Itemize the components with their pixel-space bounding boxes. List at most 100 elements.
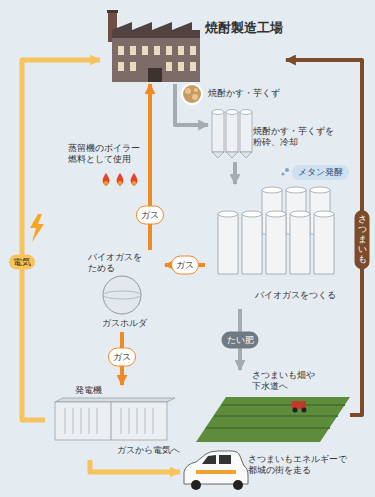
generator <box>55 398 175 440</box>
digester-tanks-part <box>266 211 286 217</box>
waste-circle-part <box>194 88 198 92</box>
digester-tanks-part <box>242 211 262 217</box>
car-node: さつまいもエネルギーで都城の街を走る <box>180 448 353 493</box>
lightning-symbol-part <box>30 214 44 242</box>
boiler-flames-part <box>131 173 138 186</box>
methane-dots-part <box>285 168 289 172</box>
factory-building-part <box>107 10 118 13</box>
grinder-tanks-part <box>226 110 238 115</box>
methane-dots-part <box>282 173 285 176</box>
generator-part <box>111 402 112 440</box>
digester-tanks-part <box>314 214 334 274</box>
flow-badge: さつまいも <box>355 210 370 269</box>
digester-node: バイオガスをつくる <box>205 184 345 309</box>
generator-part <box>65 408 153 434</box>
node-text: バイオガスをためる <box>88 252 146 275</box>
digester-tanks-part <box>242 214 262 274</box>
grinder-tanks-part <box>212 112 224 152</box>
flow-badge: ガス <box>108 348 136 367</box>
car-part <box>219 455 231 464</box>
grinder-tanks <box>212 110 252 159</box>
node-text: ガスから電気へ <box>117 445 180 456</box>
flow-arrow <box>90 460 180 472</box>
car-part <box>184 451 248 484</box>
digester-tanks-part <box>290 214 310 274</box>
methane-bubble: メタン発酵 <box>292 165 349 180</box>
digester-tanks-part <box>314 211 334 217</box>
grinder-tanks-part <box>226 152 238 158</box>
boiler-flames-part <box>103 173 110 186</box>
flow-badge: ガス <box>171 256 199 275</box>
generator-node: 発電機ガスから電気へ <box>45 385 185 460</box>
flow-badge: たい肥 <box>222 332 259 349</box>
flow-arrow <box>148 84 152 250</box>
node-text: 焼酎製造工場 <box>205 20 283 36</box>
boiler-flames-part <box>132 181 136 185</box>
gas-holder-sphere-part <box>103 291 141 299</box>
gas-holder-sphere-part <box>103 276 141 314</box>
digester-tanks-part <box>310 187 330 193</box>
factory-building-part <box>112 38 200 82</box>
grinder-node: 焼酎かす・芋くずを粉砕、冷却 <box>208 104 340 162</box>
generator-part <box>55 402 167 440</box>
boiler-label: 蒸留機のボイラー燃料として使用 <box>68 143 142 166</box>
grinder-tanks-part <box>240 152 252 158</box>
factory-building-part <box>112 22 200 38</box>
field-node: さつまいも畑や下水道へ <box>190 370 350 442</box>
waste-circle-part <box>185 88 191 94</box>
factory-building <box>107 10 200 82</box>
sweet-potato-field <box>196 397 350 442</box>
waste-circle-part <box>183 85 201 103</box>
methane-dots <box>282 168 290 176</box>
car-part <box>233 480 243 490</box>
car-part <box>202 455 216 464</box>
digester-tanks-part <box>218 214 238 274</box>
car <box>184 451 248 490</box>
lightning-symbol <box>30 214 44 242</box>
waste-label: 焼酎かす・芋くず <box>208 88 280 99</box>
node-text: ガスホルダ <box>102 318 147 329</box>
waste-circle-part <box>181 83 203 105</box>
flow-arrow <box>175 84 208 125</box>
node-text: さつまいもエネルギーで都城の街を走る <box>248 454 350 477</box>
factory-building-part <box>148 68 162 82</box>
digester-tanks-part <box>266 214 286 274</box>
sweet-potato-field-part <box>206 405 345 428</box>
flow-badge: ガス <box>136 206 164 225</box>
node-text: さつまいも畑や下水道へ <box>252 370 318 393</box>
sweet-potato-field-part <box>302 408 307 413</box>
gas-holder-sphere <box>103 276 141 314</box>
waste-circle-part <box>192 94 198 100</box>
digester-tanks-part <box>286 187 306 193</box>
digester-tanks-part <box>262 187 282 193</box>
factory-building-part <box>118 46 196 71</box>
boiler-flames-part <box>104 181 108 185</box>
flow-badge: 電気 <box>9 255 35 270</box>
digester-tanks-part <box>290 211 310 217</box>
waste-circle <box>181 83 203 105</box>
boiler-flames-part <box>117 173 124 186</box>
grinder-tanks-part <box>240 110 252 115</box>
car-part <box>196 470 236 474</box>
sweet-potato-field-part <box>196 397 350 442</box>
generator-part <box>55 398 175 402</box>
flow-arrow <box>286 60 362 415</box>
node-text: 発電機 <box>75 385 102 396</box>
boiler-flames <box>103 173 138 186</box>
flow-arrow <box>233 162 237 184</box>
node-text: メタン発酵 <box>298 167 343 178</box>
flow-arrow <box>22 60 100 420</box>
boiler-flames-part <box>118 181 122 185</box>
node-text: 焼酎かす・芋くずを粉砕、冷却 <box>253 126 337 149</box>
factory-node: 焼酎製造工場 <box>100 8 286 84</box>
grinder-tanks-part <box>240 112 252 152</box>
grinder-tanks-part <box>212 110 224 115</box>
grinder-tanks-part <box>212 152 224 158</box>
digester-tanks <box>218 187 334 274</box>
digester-tanks-part <box>218 211 238 217</box>
grinder-tanks-part <box>226 112 238 152</box>
sweet-potato-field-part <box>293 408 298 413</box>
